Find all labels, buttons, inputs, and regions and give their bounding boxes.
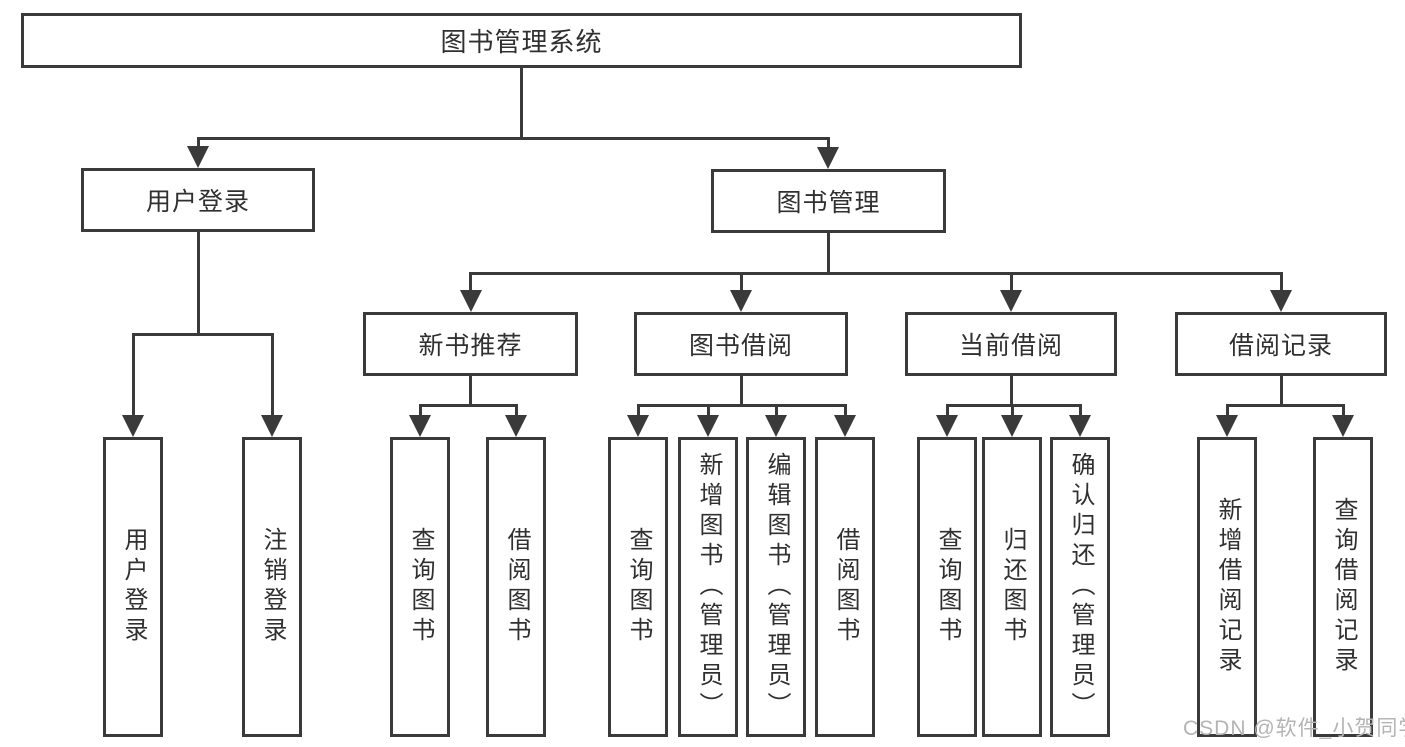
arrowhead-down-icon xyxy=(627,415,649,437)
leaf-label: 查询图书 xyxy=(407,527,434,647)
leaf-query-books-borrow: 查询图书 xyxy=(608,437,668,737)
connector-line xyxy=(946,404,1082,407)
connector-line xyxy=(637,404,640,417)
connector-line xyxy=(197,137,830,140)
connector-line xyxy=(197,230,200,335)
arrowhead-down-icon xyxy=(817,147,839,169)
arrowhead-down-icon xyxy=(187,146,209,168)
arrowhead-down-icon xyxy=(1069,415,1091,437)
node-library-management-system: 图书管理系统 xyxy=(21,13,1022,68)
connector-line xyxy=(520,66,523,139)
connector-line xyxy=(469,272,1283,275)
leaf-logout: 注销登录 xyxy=(242,437,302,737)
node-borrowing-records: 借阅记录 xyxy=(1175,312,1387,376)
connector-line xyxy=(1010,272,1013,292)
leaf-label: 借阅图书 xyxy=(503,527,530,647)
connector-line xyxy=(419,404,518,407)
leaf-label: 新增图书（管理员） xyxy=(695,452,722,722)
arrowhead-down-icon xyxy=(261,415,283,437)
leaf-label: 查询借阅记录 xyxy=(1330,497,1357,677)
arrowhead-down-icon xyxy=(409,415,431,437)
connector-line xyxy=(775,404,778,417)
leaf-query-books-current: 查询图书 xyxy=(917,437,977,737)
connector-line xyxy=(132,333,135,417)
connector-line xyxy=(827,231,830,274)
arrowhead-down-icon xyxy=(1216,415,1238,437)
node-label: 图书借阅 xyxy=(688,332,793,360)
connector-line xyxy=(1011,404,1014,417)
leaf-label: 注销登录 xyxy=(259,527,286,647)
connector-line xyxy=(740,374,743,406)
arrowhead-down-icon xyxy=(1332,415,1354,437)
connector-line xyxy=(469,272,472,292)
leaf-label: 查询图书 xyxy=(934,527,961,647)
leaf-label: 借阅图书 xyxy=(832,527,859,647)
connector-line xyxy=(1280,374,1283,406)
leaf-label: 确认归还（管理员） xyxy=(1067,452,1094,722)
node-current-borrowing: 当前借阅 xyxy=(905,312,1117,376)
connector-line xyxy=(469,374,472,406)
connector-line xyxy=(1226,404,1229,417)
connector-line xyxy=(197,137,200,149)
connector-line xyxy=(271,333,274,417)
leaf-label: 新增借阅记录 xyxy=(1214,497,1241,677)
arrowhead-down-icon xyxy=(834,415,856,437)
arrowhead-down-icon xyxy=(1001,415,1023,437)
leaf-label: 归还图书 xyxy=(999,527,1026,647)
leaf-add-borrow-record: 新增借阅记录 xyxy=(1197,437,1257,737)
arrowhead-down-icon xyxy=(936,415,958,437)
node-label: 当前借阅 xyxy=(958,332,1063,360)
node-label: 图书管理 xyxy=(776,189,881,217)
leaf-query-borrow-record: 查询借阅记录 xyxy=(1313,437,1373,737)
leaf-query-books-recommend: 查询图书 xyxy=(390,437,450,737)
connector-line xyxy=(1010,374,1013,406)
connector-line xyxy=(827,137,830,150)
leaf-edit-books-admin: 编辑图书（管理员） xyxy=(746,437,806,737)
arrowhead-down-icon xyxy=(122,415,144,437)
connector-line xyxy=(1280,272,1283,292)
connector-line xyxy=(1226,404,1345,407)
node-book-management: 图书管理 xyxy=(711,169,946,233)
connector-line xyxy=(515,404,518,417)
leaf-label: 用户登录 xyxy=(120,527,147,647)
connector-line xyxy=(844,404,847,417)
connector-line xyxy=(132,333,274,336)
node-label: 图书管理系统 xyxy=(440,27,603,57)
node-label: 用户登录 xyxy=(145,188,250,216)
connector-line xyxy=(946,404,949,417)
arrowhead-down-icon xyxy=(765,415,787,437)
leaf-confirm-return-admin: 确认归还（管理员） xyxy=(1050,437,1110,737)
arrowhead-down-icon xyxy=(1270,290,1292,312)
leaf-label: 编辑图书（管理员） xyxy=(763,452,790,722)
node-label: 借阅记录 xyxy=(1228,332,1333,360)
node-user-login: 用户登录 xyxy=(81,168,315,232)
leaf-user-login: 用户登录 xyxy=(103,437,163,737)
leaf-return-books: 归还图书 xyxy=(982,437,1042,737)
connector-line xyxy=(1079,404,1082,417)
connector-line xyxy=(740,272,743,292)
leaf-borrow-books: 借阅图书 xyxy=(815,437,875,737)
node-new-book-recommend: 新书推荐 xyxy=(363,312,578,376)
csdn-watermark: CSDN @软件_小贺同学 xyxy=(1183,717,1405,740)
node-label: 新书推荐 xyxy=(418,332,523,360)
arrowhead-down-icon xyxy=(1000,290,1022,312)
connector-line xyxy=(707,404,710,417)
arrowhead-down-icon xyxy=(460,290,482,312)
leaf-add-books-admin: 新增图书（管理员） xyxy=(678,437,738,737)
arrowhead-down-icon xyxy=(505,415,527,437)
leaf-borrow-books-recommend: 借阅图书 xyxy=(486,437,546,737)
connector-line xyxy=(419,404,422,417)
leaf-label: 查询图书 xyxy=(625,527,652,647)
connector-line xyxy=(637,404,847,407)
arrowhead-down-icon xyxy=(697,415,719,437)
node-book-borrowing: 图书借阅 xyxy=(634,312,848,376)
arrowhead-down-icon xyxy=(730,290,752,312)
connector-line xyxy=(1342,404,1345,417)
